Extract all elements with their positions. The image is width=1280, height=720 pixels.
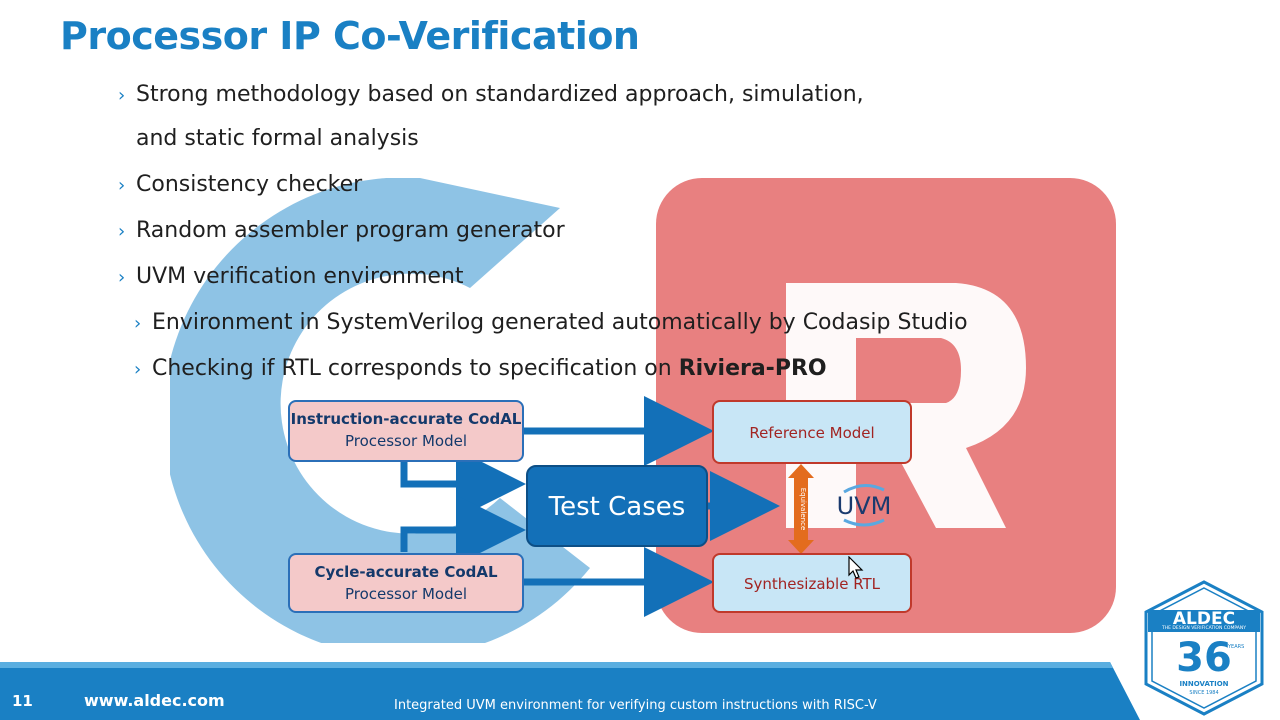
equivalence-arrow [788, 464, 814, 554]
footer-caption: Integrated UVM environment for verifying… [394, 698, 877, 713]
badge-years-number: 36 [1176, 635, 1232, 681]
mouse-cursor-icon [848, 555, 864, 584]
uvm-label: UVM [836, 492, 892, 520]
bullet-continuation: and static formal analysis [136, 126, 419, 151]
bullet-item: › Consistency checker [118, 172, 362, 197]
bullet-text: and static formal analysis [136, 126, 419, 151]
badge-brand: ALDEC [1172, 609, 1236, 629]
arrow-instr-to-testcases [400, 449, 526, 519]
bullet-text: Consistency checker [136, 172, 363, 197]
synthesizable-rtl-box: Synthesizable RTL [712, 553, 912, 613]
bullet-marker: › [118, 221, 126, 242]
badge-since: SINCE 1984 [1189, 690, 1219, 696]
bullet-item: › UVM verification environment [118, 264, 464, 289]
page-number: 11 [12, 692, 33, 710]
box-subtitle: Processor Model [344, 432, 468, 450]
uvm-logo: UVM [826, 480, 902, 530]
bullet-item: › Random assembler program generator [118, 218, 565, 243]
bullet-text: UVM verification environment [136, 264, 464, 289]
badge-tagline: THE DESIGN VERIFICATION COMPANY [1162, 626, 1246, 631]
bullet-text: Random assembler program generator [136, 218, 565, 243]
arrow-cycle-to-testcases [400, 495, 526, 565]
box-subtitle: Processor Model [344, 585, 468, 603]
bullet-marker: › [118, 85, 126, 106]
box-title: Cycle-accurate CodAL [314, 563, 498, 581]
cycle-accurate-model-box: Cycle-accurate CodAL Processor Model [288, 553, 524, 613]
badge-years-label: YEARS [1228, 644, 1245, 650]
bullet-text: Checking if RTL corresponds to specifica… [152, 356, 679, 381]
instruction-accurate-model-box: Instruction-accurate CodAL Processor Mod… [288, 400, 524, 462]
footer-bar: 11 www.aldec.com Integrated UVM environm… [0, 662, 1280, 720]
bullet-text: Environment in SystemVerilog generated a… [152, 310, 968, 335]
reference-model-box: Reference Model [712, 400, 912, 464]
box-title: Instruction-accurate CodAL [290, 410, 522, 428]
badge-innovation: INNOVATION [1179, 680, 1229, 688]
bullet-marker: › [134, 313, 142, 334]
bullet-marker: › [118, 267, 126, 288]
test-cases-box: Test Cases [526, 465, 708, 547]
badge-shield-icon [1144, 580, 1264, 716]
footer-url[interactable]: www.aldec.com [84, 691, 225, 710]
sub-bullet-item: › Environment in SystemVerilog generated … [134, 310, 968, 335]
bullet-marker: › [118, 175, 126, 196]
bullet-marker: › [134, 359, 142, 380]
bullet-text: Strong methodology based on standardized… [136, 82, 864, 107]
bullet-item: › Strong methodology based on standardize… [118, 82, 864, 107]
equivalence-label: Equivalence [799, 488, 807, 531]
slide-title: Processor IP Co-Verification [60, 14, 640, 58]
uvm-swirl-icon [843, 484, 885, 527]
aldec-36-years-badge: ALDEC THE DESIGN VERIFICATION COMPANY 36… [1142, 580, 1266, 716]
sub-bullet-item: › Checking if RTL corresponds to specific… [134, 356, 827, 381]
product-name: Riviera-PRO [678, 356, 827, 381]
